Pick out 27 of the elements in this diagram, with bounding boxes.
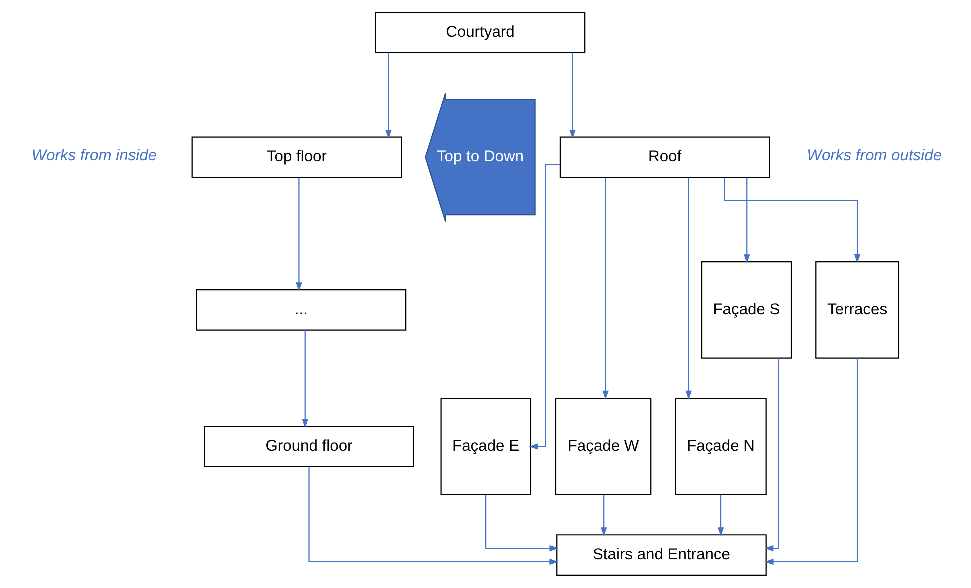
node-box: Façade S [701, 262, 792, 359]
arrow [308, 467, 559, 566]
arrow [602, 178, 609, 400]
node-box: Stairs and Entrance [556, 534, 767, 576]
arrow [764, 358, 858, 566]
arrow [724, 178, 861, 264]
arrow [718, 494, 724, 537]
node-box: ... [196, 290, 407, 331]
label: Works from outside [807, 148, 942, 165]
arrow [486, 494, 559, 552]
arrow [744, 178, 750, 264]
arrow [764, 358, 780, 552]
arrow [386, 53, 392, 139]
arrow [600, 494, 608, 537]
node-box: Roof [560, 136, 770, 178]
node-box: Top floor [192, 136, 402, 178]
node-box: Terraces [816, 262, 900, 359]
node-box: Courtyard [375, 12, 586, 54]
node-box: Façade E [440, 398, 532, 496]
arrow [570, 53, 576, 139]
node-box: Façade N [675, 398, 767, 496]
arrow [296, 178, 302, 292]
node-box: Ground floor [204, 426, 414, 468]
label: Works from inside [32, 148, 158, 165]
node-box: Façade W [555, 398, 652, 496]
arrow [302, 330, 308, 428]
arrow [686, 178, 692, 400]
